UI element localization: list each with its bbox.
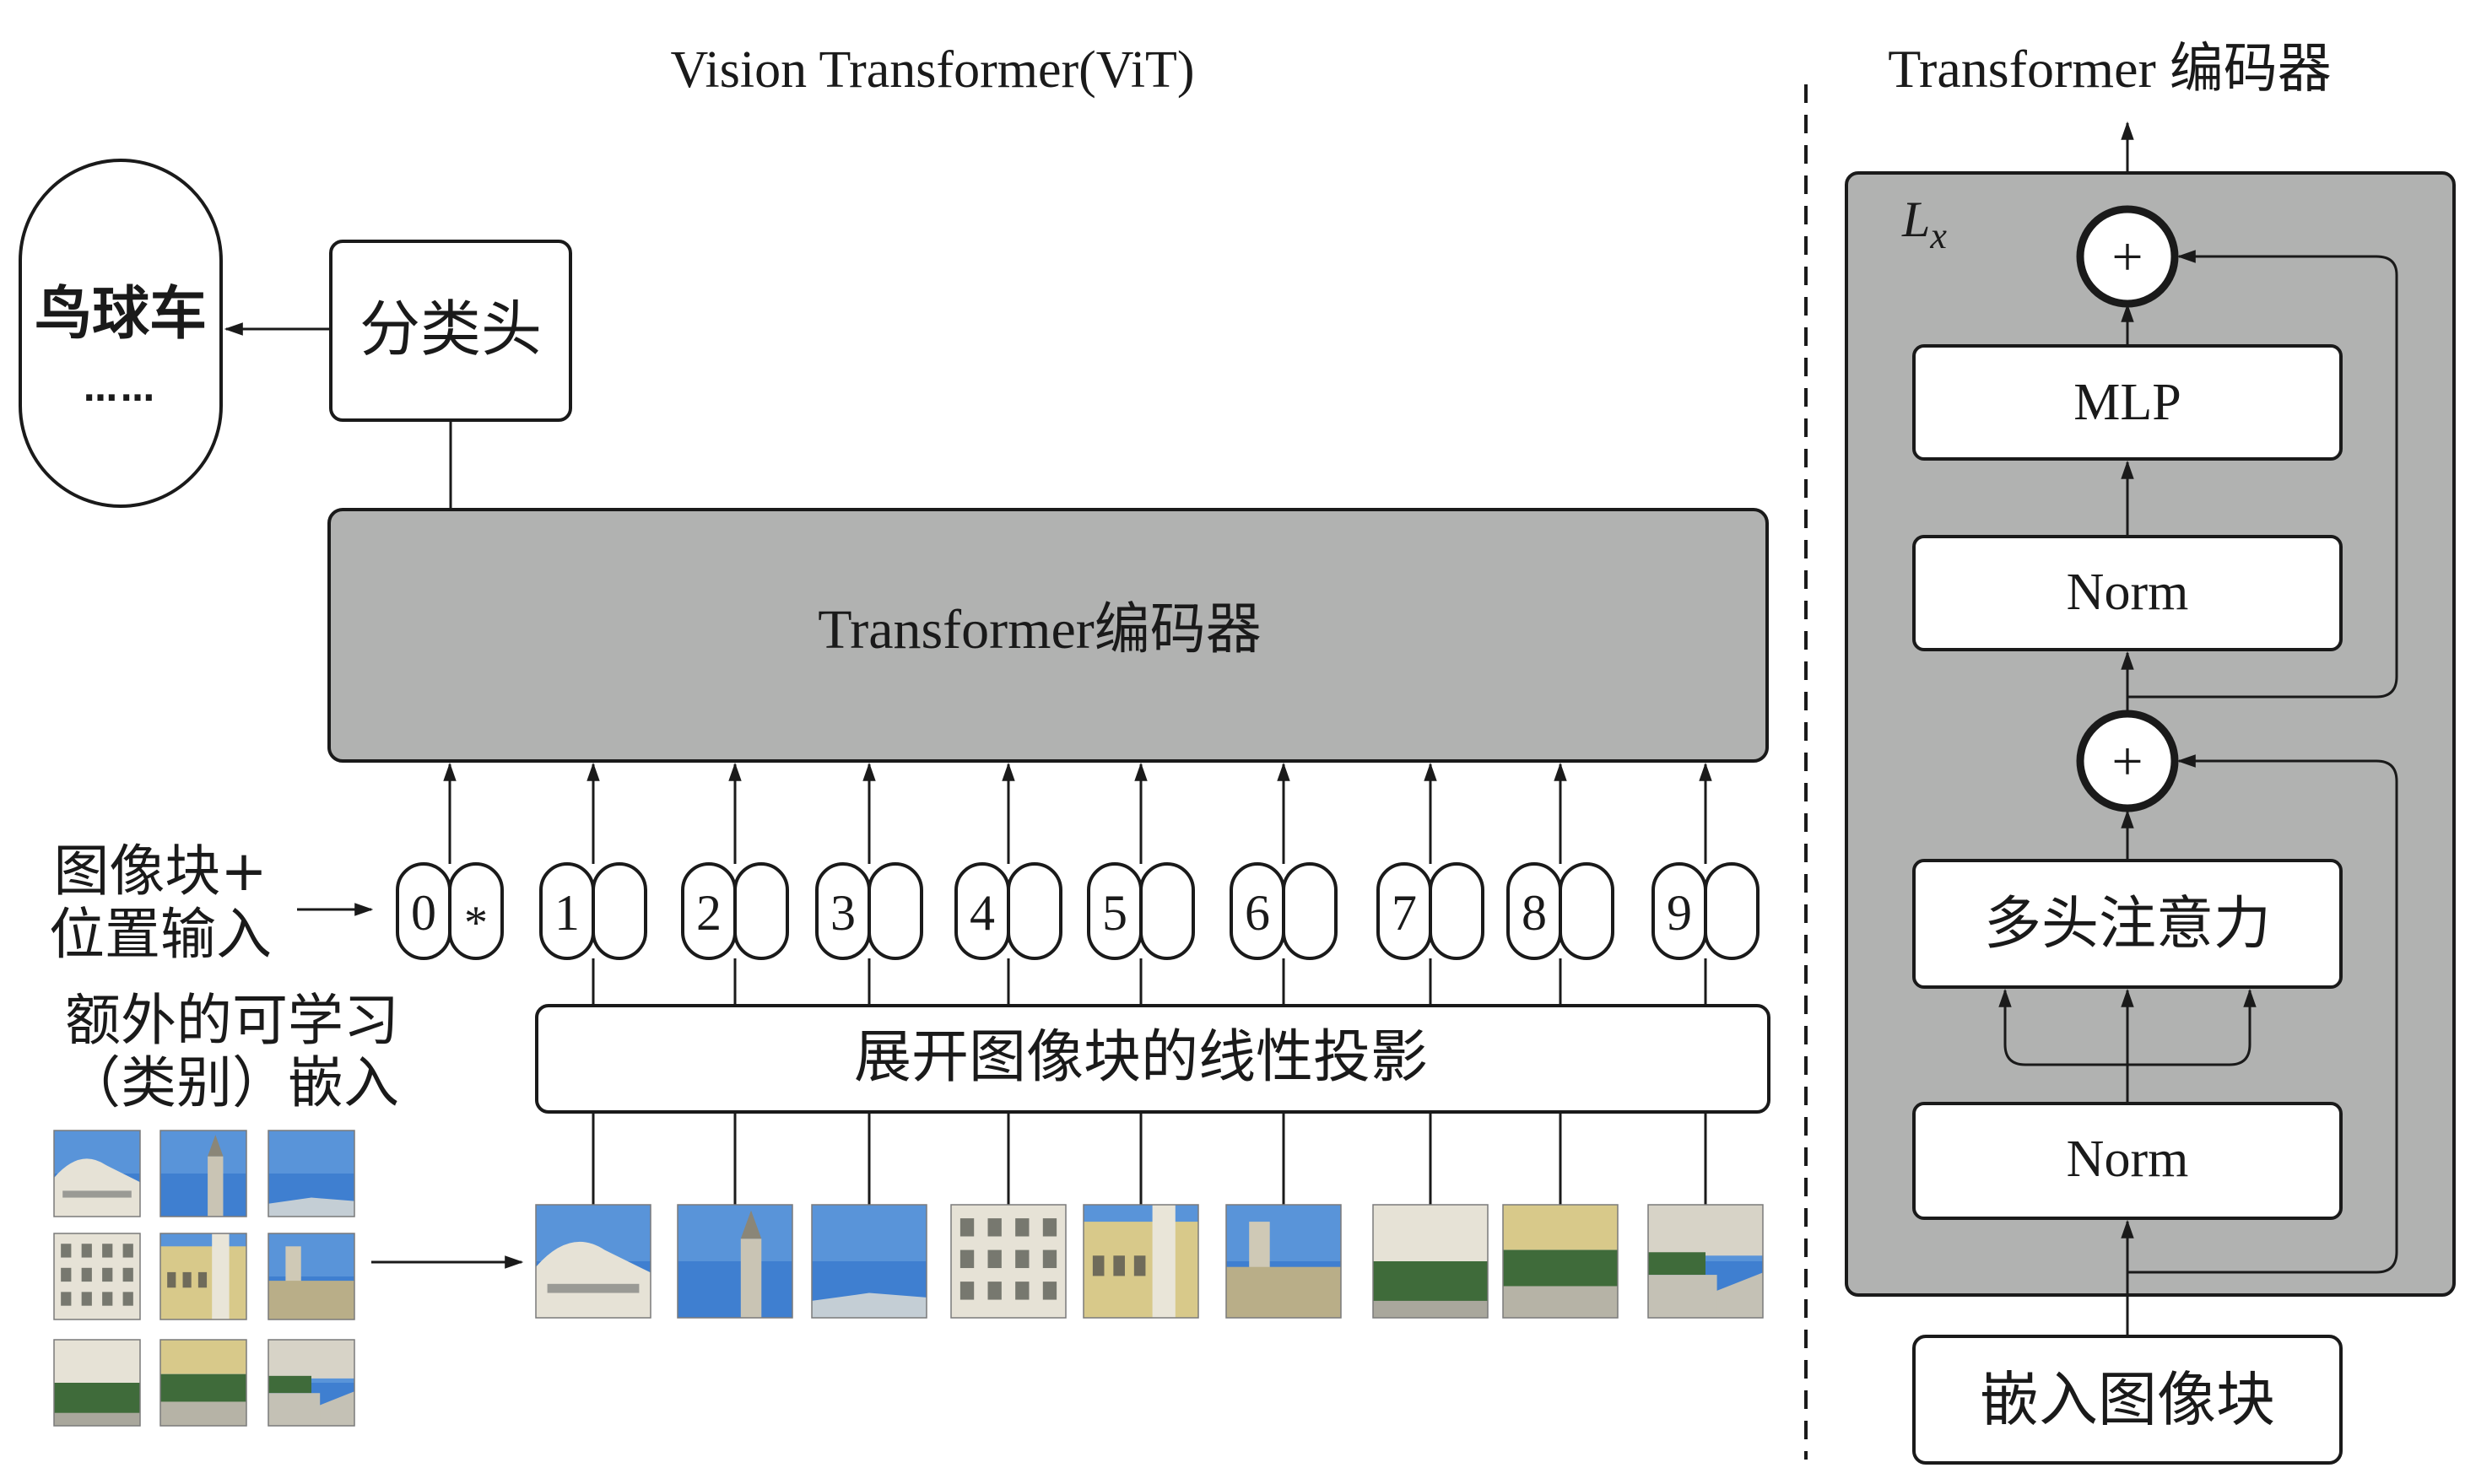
sequence-patch-5 <box>1083 1204 1199 1319</box>
sequence-patch-9 <box>1647 1204 1764 1319</box>
patch-token-embedding-pill <box>733 862 789 960</box>
grid-patch-3 <box>268 1130 355 1217</box>
patch-token-embedding-pill <box>1704 862 1760 960</box>
patch-token-embedding-pill <box>1559 862 1614 960</box>
patch-token-index: 4 <box>970 885 995 941</box>
patch-token-9: 9 <box>1651 862 1760 1006</box>
embedded-patches-label: 嵌入图像块 <box>1980 1365 2275 1434</box>
patch-token-embedding-pill <box>1282 862 1338 960</box>
sequence-patch-7 <box>1372 1204 1489 1319</box>
norm-bottom-label: Norm <box>2067 1131 2189 1188</box>
patch-token-embedding-pill <box>592 862 647 960</box>
patch-token-embedding-pill <box>1007 862 1062 960</box>
patch-token-embedding-pill <box>1139 862 1195 960</box>
linear-projection-box <box>535 1004 1770 1114</box>
patch-token-3: 3 <box>815 862 923 1006</box>
patch-token-index: 5 <box>1102 885 1127 941</box>
residual-skip-top <box>2127 250 2398 699</box>
class-token-embedding-pill <box>448 862 504 960</box>
patch-position-label-line2: 位置输入 <box>49 902 272 967</box>
patch-token-embedding-pill <box>868 862 923 960</box>
grid-patch-1 <box>53 1130 141 1217</box>
patch-token-1: 1 <box>539 862 647 1006</box>
image-patch-grid <box>53 1130 355 1427</box>
output-classes-label: 鸟球车 <box>35 281 207 348</box>
transformer-encoder-label: Transformer编码器 <box>818 599 1262 661</box>
encoder-detail-title: Transformer 编码器 <box>1888 39 2332 99</box>
mlp-label: MLP <box>2073 374 2181 431</box>
patch-token-index: 6 <box>1245 885 1270 941</box>
output-ellipsis: …… <box>84 370 158 409</box>
patch-token-4: 4 <box>954 862 1062 1006</box>
qkv-right-arrow <box>2127 988 2257 1066</box>
grid-patch-7 <box>53 1339 141 1427</box>
patch-token-5: 5 <box>1087 862 1195 1006</box>
residual-skip-bottom <box>2127 754 2398 1274</box>
qkv-left-arrow <box>1998 988 2127 1066</box>
patch-token-index: 3 <box>830 885 856 941</box>
residual-add-mid-symbol: + <box>2111 731 2143 792</box>
norm-top-label: Norm <box>2067 564 2189 621</box>
extra-embedding-label-line2: （类别）嵌入 <box>65 1050 399 1115</box>
patch-token-6: 6 <box>1230 862 1338 1006</box>
patch-token-index: 7 <box>1392 885 1417 941</box>
grid-patch-9 <box>268 1339 355 1427</box>
flattened-patch-sequence <box>535 1204 1764 1319</box>
classification-head-label: 分类头 <box>359 294 542 364</box>
transformer-encoder-block <box>327 508 1769 763</box>
sequence-patch-8 <box>1502 1204 1619 1319</box>
grid-patch-8 <box>159 1339 247 1427</box>
multi-head-attention-label: 多头注意力 <box>1984 891 2271 958</box>
sequence-patch-6 <box>1225 1204 1342 1319</box>
patch-to-projection-lines <box>592 1112 1707 1205</box>
patch-token-7: 7 <box>1376 862 1484 1006</box>
grid-patch-2 <box>159 1130 247 1217</box>
output-classes-capsule <box>19 159 223 508</box>
sequence-patch-2 <box>677 1204 793 1319</box>
patch-token-2: 2 <box>681 862 789 1006</box>
extra-embedding-label-line1: 额外的可学习 <box>65 988 399 1053</box>
grid-patch-4 <box>53 1233 141 1320</box>
patch-token-8: 8 <box>1506 862 1614 1006</box>
patch-token-embedding-pill <box>1429 862 1484 960</box>
grid-patch-6 <box>268 1233 355 1320</box>
patch-token-index: 8 <box>1522 885 1547 941</box>
residual-add-top-symbol: + <box>2111 226 2143 288</box>
linear-projection-label: 展开图像块的线性投影 <box>854 1024 1428 1091</box>
class-token: 0* <box>396 862 504 960</box>
vit-title: Vision Transformer(ViT) <box>670 41 1194 99</box>
sequence-patch-3 <box>811 1204 927 1319</box>
grid-patch-5 <box>159 1233 247 1320</box>
patch-token-index: 2 <box>696 885 722 941</box>
sequence-patch-1 <box>535 1204 651 1319</box>
embedded-patches-box <box>1912 1335 2343 1465</box>
class-token-index: 0 <box>411 885 436 941</box>
layer-repeat-label: Lx <box>1901 192 1947 256</box>
norm-bottom-box <box>1912 1102 2343 1220</box>
patch-position-label-line1: 图像块+ <box>53 839 267 904</box>
sequence-patch-4 <box>950 1204 1067 1319</box>
patch-token-index: 1 <box>554 885 580 941</box>
class-token-mark: * <box>464 897 488 949</box>
token-arrows <box>443 762 1712 864</box>
patch-token-index: 9 <box>1667 885 1692 941</box>
